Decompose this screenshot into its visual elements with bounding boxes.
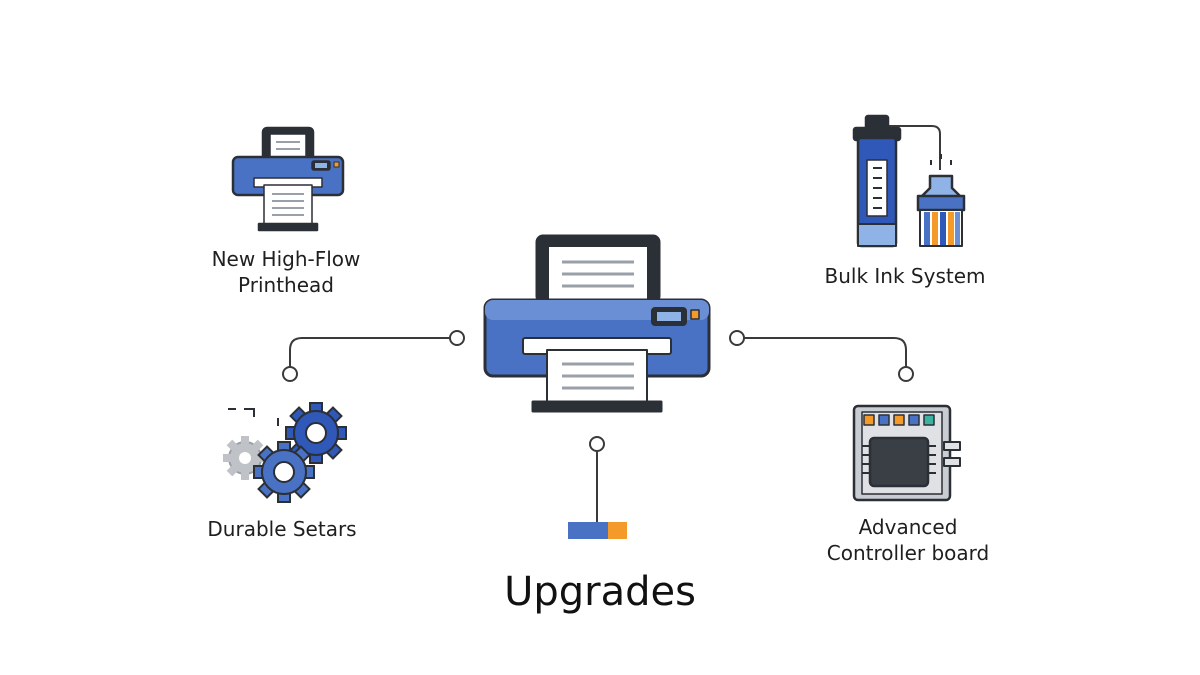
dot-left-end [449, 330, 465, 346]
printhead-printer-icon [231, 126, 345, 232]
diagram-title: Upgrades [504, 569, 696, 615]
dot-bottom [589, 436, 605, 452]
gears-icon [223, 402, 347, 503]
label-gears: Durable Setars [182, 516, 382, 542]
color-bar-orange [608, 522, 627, 539]
label-bulk-ink: Bulk Ink System [805, 263, 1005, 289]
label-controller-line1: Advanced [858, 515, 958, 539]
label-printhead: New High-Flow Printhead [186, 246, 386, 298]
label-controller: Advanced Controller board [808, 514, 1008, 566]
color-bar [568, 522, 627, 539]
bulk-ink-tank-icon [852, 114, 966, 248]
connector-bulk-ink [888, 125, 941, 170]
center-printer-icon [483, 234, 711, 413]
connector-right [738, 337, 907, 374]
controller-board-icon [852, 404, 961, 502]
connector-dots [282, 330, 914, 452]
label-printhead-line2: Printhead [238, 273, 334, 297]
dot-right-start [898, 366, 914, 382]
label-printhead-line1: New High-Flow [211, 247, 361, 271]
connector-left [289, 337, 456, 374]
dot-right-end [729, 330, 745, 346]
dot-left-start [282, 366, 298, 382]
color-bar-blue [568, 522, 608, 539]
label-controller-line2: Controller board [826, 541, 990, 565]
label-bulk-ink-line1: Bulk Ink System [824, 264, 986, 288]
label-gears-line1: Durable Setars [207, 517, 357, 541]
connectors [289, 125, 941, 522]
